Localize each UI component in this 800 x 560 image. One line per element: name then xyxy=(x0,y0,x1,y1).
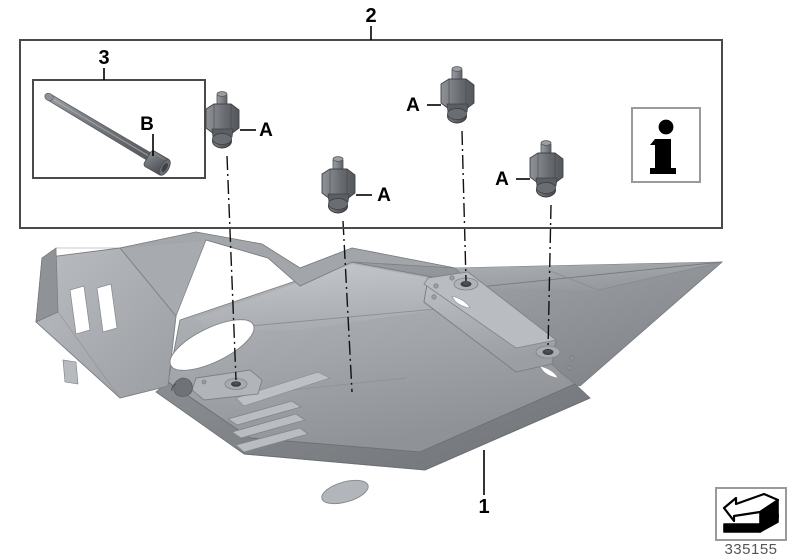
callout-label-3: 3 xyxy=(98,47,109,69)
skid-plate-mid-facet xyxy=(235,371,331,407)
skid-plate-oval-cutout-right xyxy=(321,479,369,505)
grommet-a-2: A xyxy=(406,66,475,124)
skid-plate-left-mounting-tab xyxy=(171,369,263,401)
part-number-caption: 335155 xyxy=(724,541,777,558)
bracket-bolt-hole-1 xyxy=(460,281,472,287)
skid-plate-right-wing-crease xyxy=(469,261,723,289)
skid-plate-mounting-bracket xyxy=(423,271,575,379)
callout-label-a-4: A xyxy=(495,169,509,190)
grommet-a-1: A xyxy=(205,91,273,149)
center-line-grommet-2 xyxy=(461,130,467,282)
grommet-a-3: A xyxy=(321,156,391,214)
skid-plate-left-wall-outer xyxy=(35,247,59,323)
info-icon-stem xyxy=(650,139,676,174)
screw-detail-box xyxy=(32,79,206,179)
hex-socket-head-screw: B xyxy=(44,92,171,176)
callout-label-1: 1 xyxy=(478,496,489,518)
callout-label-b: B xyxy=(140,114,154,135)
skid-plate-lower-slot xyxy=(62,359,79,385)
skid-plate-back-wall-main xyxy=(119,231,456,317)
information-notice xyxy=(631,107,701,183)
center-line-grommet-1 xyxy=(226,155,237,381)
callout-label-a-2: A xyxy=(406,95,420,116)
skid-plate-oval-cutout xyxy=(169,319,255,371)
engine-guard-skid-plate xyxy=(35,231,724,505)
underride-protection-icon xyxy=(715,487,787,541)
center-line-grommet-4 xyxy=(547,204,552,351)
skid-plate-louvre-slots xyxy=(227,400,309,453)
bracket-bolt-hole-2 xyxy=(542,349,554,355)
center-line-grommet-3 xyxy=(342,220,353,393)
skid-plate-upper-panel xyxy=(196,264,466,330)
info-icon-dot xyxy=(658,119,674,135)
callout-label-2: 2 xyxy=(365,5,376,27)
mounting-parts-kit-box xyxy=(19,39,723,229)
skid-plate-right-wing-crease2 xyxy=(547,261,723,291)
assembly-center-lines xyxy=(226,130,552,393)
callout-label-a-1: A xyxy=(259,120,273,141)
grommet-a-4: A xyxy=(495,140,564,198)
skid-plate-vent-slots xyxy=(69,283,118,335)
skid-plate-lip-highlight xyxy=(243,397,591,471)
left-tab-bolt-hole xyxy=(231,381,241,387)
callout-label-a-3: A xyxy=(377,185,391,206)
